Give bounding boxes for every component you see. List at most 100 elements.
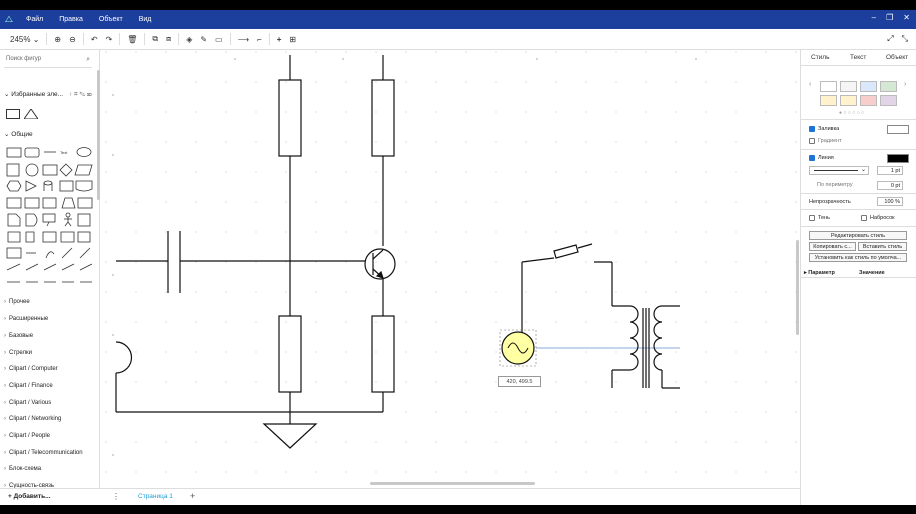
style-swatch[interactable] <box>860 95 877 106</box>
menu-file[interactable]: Файл <box>26 16 44 23</box>
menu-object[interactable]: Объект <box>98 16 123 23</box>
copy-style-button[interactable]: Копировать с... <box>809 242 856 251</box>
tab-page-1[interactable]: Страница 1 <box>138 493 173 500</box>
zoom-out-icon[interactable]: ⊖ <box>69 34 76 44</box>
style-swatch[interactable] <box>880 95 897 106</box>
toolbar-divider <box>46 33 48 45</box>
perimeter-input[interactable]: 0 pt <box>877 181 903 190</box>
category-misc[interactable]: Прочее <box>4 299 30 305</box>
sine-wave-icon <box>507 342 529 354</box>
canvas-vertical-scrollbar[interactable] <box>796 240 799 335</box>
undo-icon[interactable]: ↶ <box>90 34 98 44</box>
wire[interactable] <box>577 243 593 249</box>
shadow-checkbox[interactable] <box>809 215 815 221</box>
line-checkbox[interactable] <box>809 155 815 161</box>
line-color-picker[interactable] <box>887 154 909 163</box>
category-clipart-networking[interactable]: Clipart / Networking <box>4 416 61 422</box>
line-color-icon[interactable]: ✎ <box>200 34 208 44</box>
category-flowchart[interactable]: Блок-схема <box>4 466 41 472</box>
chevron-left-icon[interactable]: ‹ <box>809 81 812 88</box>
category-clipart-computer[interactable]: Clipart / Computer <box>4 366 58 372</box>
category-basic[interactable]: Базовые <box>4 333 33 339</box>
style-swatch[interactable] <box>880 81 897 92</box>
category-advanced[interactable]: Расширенные <box>4 316 48 322</box>
connection-style-icon[interactable]: ⟶ <box>237 34 250 44</box>
line-width-input[interactable]: 1 pt <box>877 166 903 175</box>
tab-style[interactable]: Стиль <box>811 54 830 61</box>
diagram-canvas[interactable]: 420, 499.5 <box>104 50 800 490</box>
value-header: Значение <box>859 270 885 276</box>
transistor-q1[interactable] <box>364 248 396 280</box>
fill-checkbox[interactable] <box>809 126 815 132</box>
maximize-button[interactable]: ❐ <box>886 13 894 22</box>
rectangle-shape[interactable] <box>6 109 20 119</box>
style-swatch[interactable] <box>820 95 837 106</box>
general-shapes-grid[interactable]: Text <box>6 146 94 286</box>
param-header[interactable]: ▸ Параметр <box>804 270 835 276</box>
section-divider <box>801 209 916 210</box>
section-divider <box>801 149 916 150</box>
insert-icon[interactable]: + <box>276 34 282 44</box>
general-section[interactable]: ⌄ Общие <box>4 130 33 138</box>
waypoints-icon[interactable]: ⌐ <box>257 34 262 44</box>
minimize-button[interactable]: – <box>871 13 877 22</box>
opacity-input[interactable]: 100 % <box>877 197 903 206</box>
favorites-section[interactable]: ⌄ Избранные эле... ↑ ⌗ ✎ ⌦ <box>4 90 92 99</box>
style-swatch[interactable] <box>840 95 857 106</box>
sketch-label: Набросок <box>870 215 895 221</box>
category-entity-relation[interactable]: Сущность-связь <box>4 483 54 489</box>
zoom-select[interactable]: 245% ⌄ <box>0 35 43 44</box>
table-icon[interactable]: ⊞ <box>289 34 297 44</box>
favorites-tools-icon[interactable]: ↑ ⌗ ✎ ⌦ <box>68 91 93 98</box>
triangle-shape[interactable] <box>24 109 38 119</box>
fuse[interactable] <box>553 244 579 259</box>
shapes-scrollbar[interactable] <box>97 70 100 200</box>
menu-view[interactable]: Вид <box>138 16 152 23</box>
style-swatch[interactable] <box>820 81 837 92</box>
app-window: ⧍ Файл Правка Объект Вид – ❐ ✕ 245% ⌄ ⊕ … <box>0 10 916 505</box>
gradient-checkbox[interactable] <box>809 138 815 144</box>
fullscreen-icon[interactable]: ⤢ <box>887 34 894 43</box>
search-input[interactable]: Поиск фигур ⌕ <box>4 56 92 68</box>
style-swatch[interactable] <box>840 81 857 92</box>
to-back-icon[interactable]: ⧈ <box>166 34 172 43</box>
swatch-page-dots[interactable]: ● ○ ○ ○ ○ ○ <box>839 110 865 116</box>
window-controls: – ❐ ✕ <box>872 13 910 22</box>
edit-style-button[interactable]: Редактировать стиль <box>809 231 907 240</box>
style-swatch[interactable] <box>860 81 877 92</box>
transistor-arrow <box>375 270 384 279</box>
category-clipart-telecom[interactable]: Clipart / Telecommunication <box>4 450 83 456</box>
fill-color-picker[interactable] <box>887 125 909 134</box>
add-page-button[interactable]: + <box>190 491 196 501</box>
ac-source-partial[interactable] <box>115 341 133 374</box>
close-button[interactable]: ✕ <box>903 13 910 22</box>
chevron-right-icon[interactable]: › <box>904 81 907 88</box>
paste-style-button[interactable]: Вставить стиль <box>858 242 907 251</box>
set-default-style-button[interactable]: Установить как стиль по умолча... <box>809 253 907 262</box>
delete-icon[interactable]: 🗑 <box>127 34 138 44</box>
to-front-icon[interactable]: ⧉ <box>152 34 159 43</box>
collapse-panel-icon[interactable]: ⤡ <box>901 34 908 43</box>
category-clipart-various[interactable]: Clipart / Various <box>4 400 51 406</box>
pages-menu-icon[interactable]: ⋮ <box>112 492 120 501</box>
tab-text[interactable]: Текст <box>850 54 867 61</box>
canvas-horizontal-scrollbar[interactable] <box>370 482 535 485</box>
sketch-checkbox[interactable] <box>861 215 867 221</box>
toolbar: 245% ⌄ ⊕ ⊖ ↶ ↷ 🗑 ⧉ ⧈ ◈ ✎ ▭ ⟶ ⌐ + ⊞ ⤢ ⤡ <box>0 29 916 50</box>
zoom-in-icon[interactable]: ⊕ <box>54 34 62 44</box>
ground-symbol[interactable] <box>262 423 318 449</box>
menu-edit[interactable]: Правка <box>59 16 83 23</box>
ruler-ticks <box>112 58 697 456</box>
category-clipart-finance[interactable]: Clipart / Finance <box>4 383 53 389</box>
fill-color-icon[interactable]: ◈ <box>186 34 193 44</box>
redo-icon[interactable]: ↷ <box>105 34 113 44</box>
add-more-shapes-button[interactable]: + Добавить... <box>8 493 51 500</box>
shadow-icon[interactable]: ▭ <box>215 34 223 44</box>
category-arrows[interactable]: Стрелки <box>4 350 32 356</box>
category-clipart-people[interactable]: Clipart / People <box>4 433 50 439</box>
transformer[interactable] <box>611 305 680 389</box>
wire[interactable] <box>521 257 555 263</box>
line-pattern-select[interactable]: ⌄ <box>809 166 869 175</box>
tab-arrange[interactable]: Объект <box>886 54 909 61</box>
property-table-header: ▸ Параметр Значение <box>801 268 916 278</box>
